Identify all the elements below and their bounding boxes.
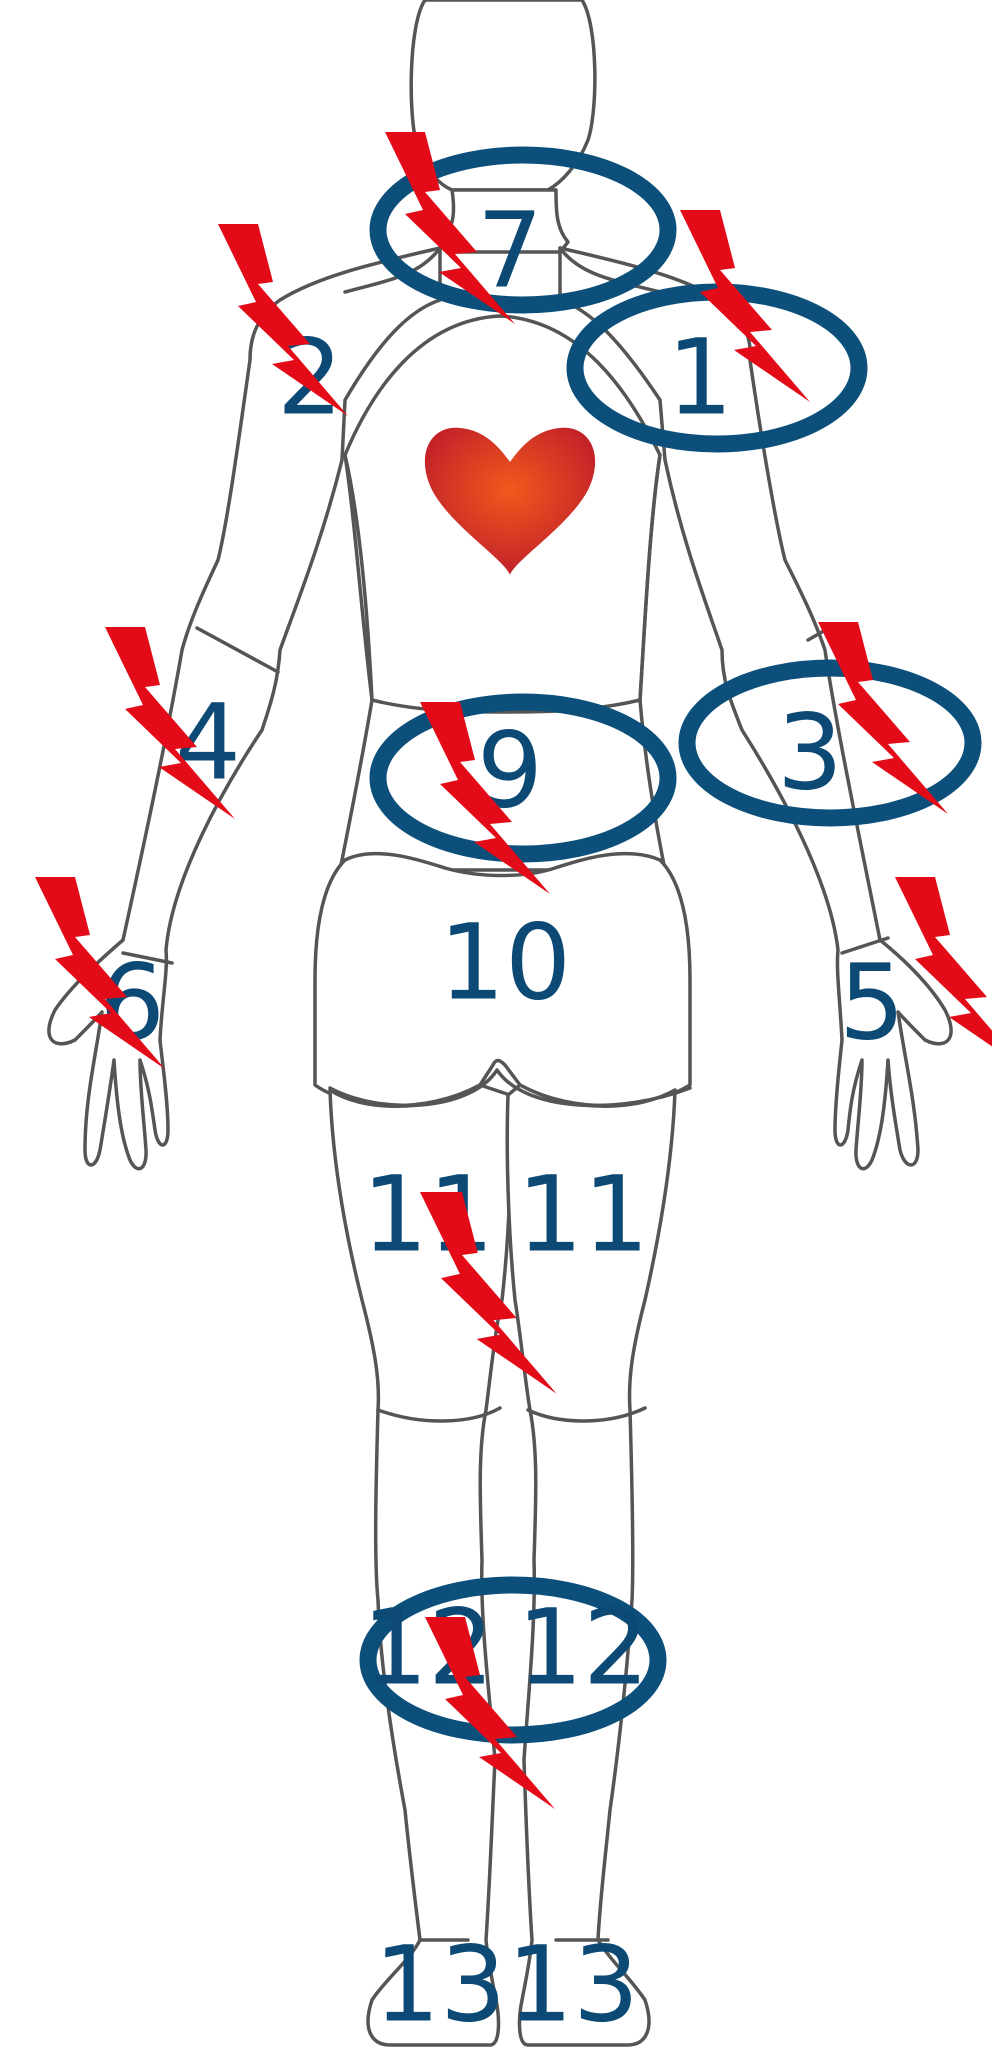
region-label-13l[interactable]: 13 — [507, 1923, 639, 2045]
region-label-12l[interactable]: 12 — [517, 1586, 649, 1708]
region-label-5[interactable]: 5 — [839, 941, 905, 1063]
region-label-1[interactable]: 1 — [667, 316, 733, 438]
region-label-3[interactable]: 3 — [777, 691, 843, 813]
region-label-11l[interactable]: 11 — [517, 1153, 649, 1275]
region-label-11r[interactable]: 11 — [362, 1153, 494, 1275]
region-label-10[interactable]: 10 — [439, 901, 571, 1023]
region-label-13r[interactable]: 13 — [374, 1923, 506, 2045]
